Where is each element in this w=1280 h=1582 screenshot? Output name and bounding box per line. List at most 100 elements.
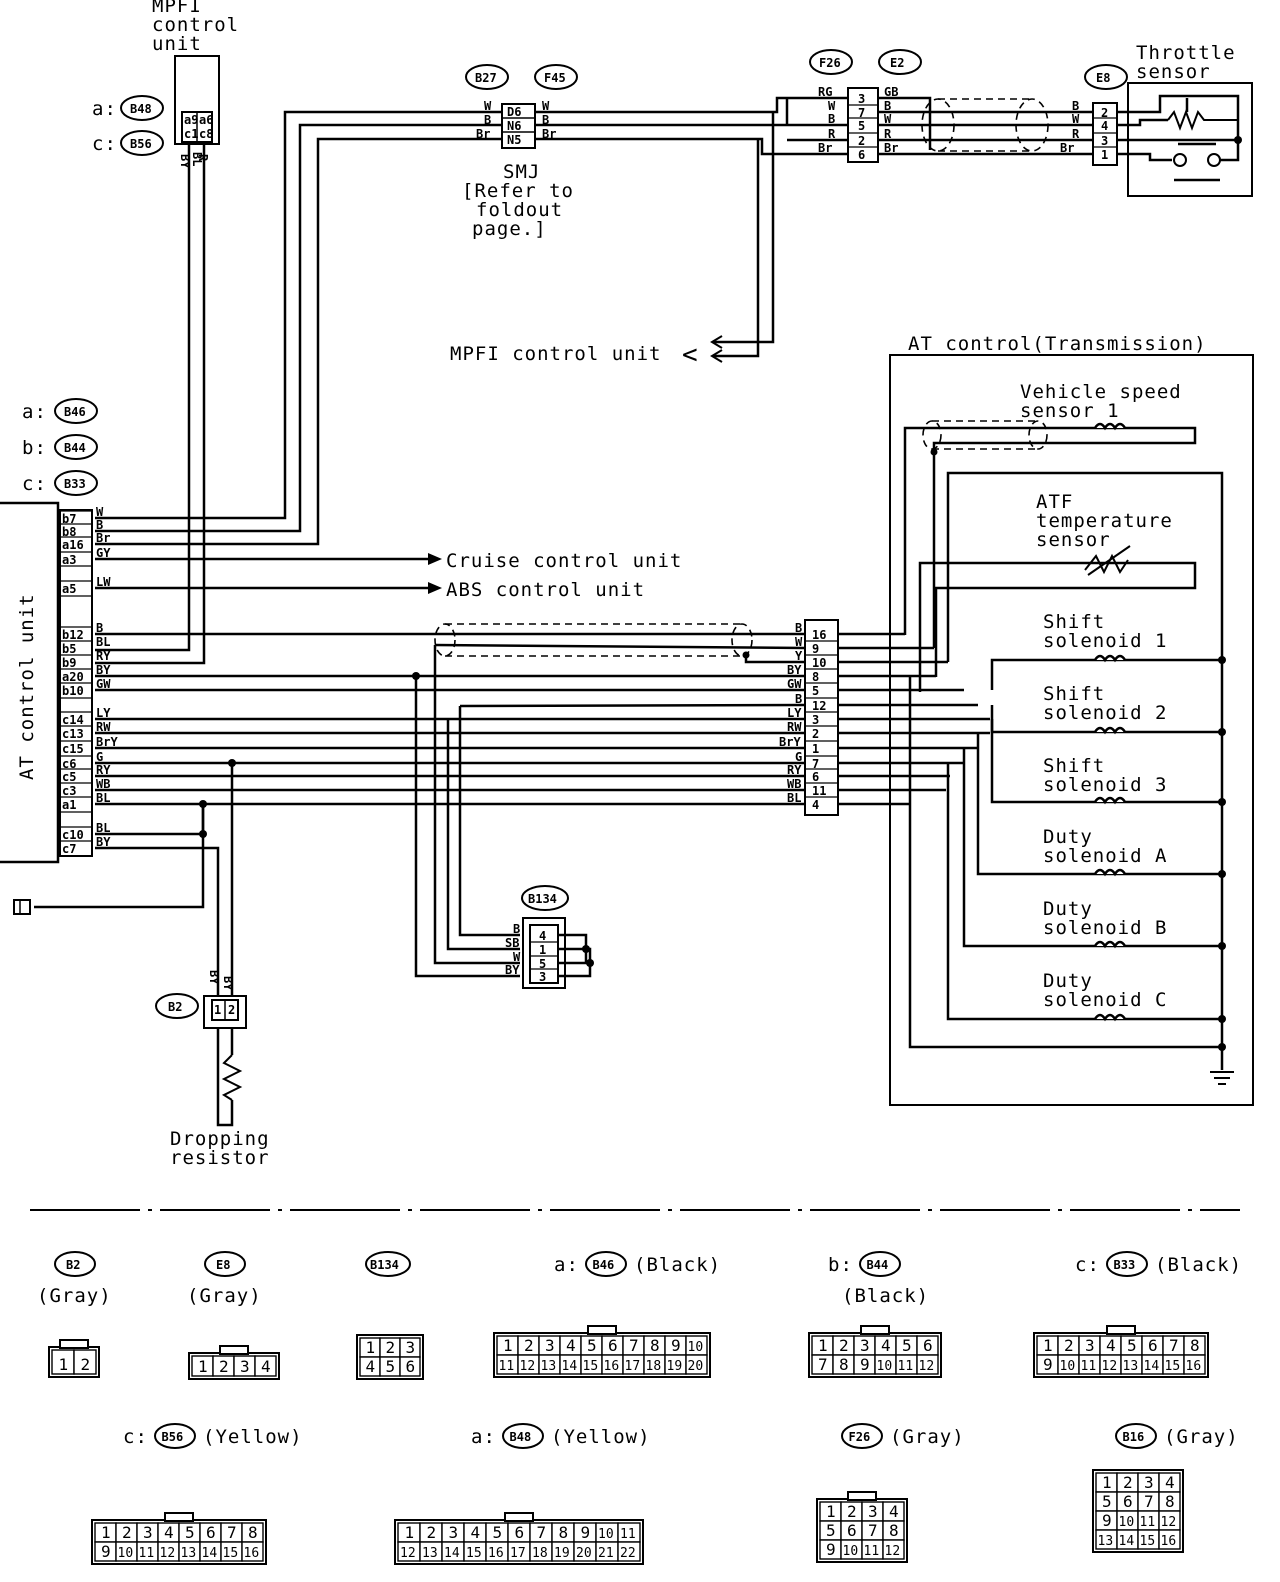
legend-cell: 1 [1043, 1336, 1053, 1355]
smj-pin-n5: N5 [507, 133, 521, 147]
legend-cell: 16 [1161, 1534, 1177, 1549]
legend-cell: 15 [1140, 1534, 1156, 1549]
legend-cell: 3 [240, 1357, 250, 1376]
legend-cell: 2 [524, 1336, 534, 1355]
connector-b46-tag: B46 [54, 398, 98, 424]
svg-text:W: W [542, 99, 550, 113]
f26-right-wire: W [884, 112, 892, 126]
legend-cell: 5 [386, 1357, 396, 1376]
resistor-label-1: Dropping [170, 1128, 270, 1150]
at-pin: b7 [62, 512, 76, 526]
legend-cell: 2 [1064, 1336, 1074, 1355]
legend-cell: 12 [885, 1544, 901, 1559]
b16-wire-color: RY [787, 763, 802, 777]
f26-right-wire: B [884, 99, 891, 113]
smj-label-4: page.] [472, 218, 547, 240]
legend-cell: 3 [860, 1336, 870, 1355]
legend-cell: 2 [386, 1338, 396, 1357]
b16-wire-color: GW [787, 677, 802, 691]
at-pin: a20 [62, 670, 84, 684]
b44-prefix: b: [22, 437, 47, 459]
at-wire-color: RW [96, 720, 111, 734]
legend-cell: 3 [1144, 1473, 1154, 1492]
f26-left-wire: B [828, 112, 835, 126]
smj-label-1: SMJ [503, 161, 540, 183]
b16-pin: 6 [812, 770, 819, 784]
f26-pin: 6 [858, 148, 865, 162]
legend-color: (Black) [1155, 1254, 1242, 1276]
at-wire-color: BL [96, 635, 110, 649]
svg-text:B2: B2 [168, 1000, 182, 1014]
connector-f45-tag: F45 [534, 64, 578, 90]
at-wire-color: BY [96, 835, 111, 849]
legend-cell: 4 [1106, 1336, 1116, 1355]
legend-cell: 11 [139, 1546, 155, 1561]
at-pin: c15 [62, 742, 84, 756]
legend-cell: 8 [889, 1521, 899, 1540]
at-wire-color: GW [96, 677, 111, 691]
legend-cell: 14 [562, 1359, 578, 1374]
legend-cell: 1 [1102, 1473, 1112, 1492]
legend-cell: 17 [625, 1359, 641, 1374]
b134-wire-color: W [513, 950, 521, 964]
b16-pin: 10 [812, 656, 826, 670]
svg-text:BY: BY [221, 976, 235, 991]
throttle-label-1: Throttle [1136, 42, 1236, 64]
legend-cell: 20 [576, 1546, 592, 1561]
legend-cell: 2 [847, 1502, 857, 1521]
legend-cell: 7 [1144, 1492, 1154, 1511]
legend-cell: 8 [650, 1336, 660, 1355]
f26-pin: 7 [858, 106, 865, 120]
vss-label-1: Vehicle speed [1020, 381, 1182, 403]
legend-cell: 7 [629, 1336, 639, 1355]
legend-color: (Gray) [1164, 1426, 1239, 1448]
legend-cell: 1 [59, 1355, 69, 1374]
at-pin: b8 [62, 525, 76, 539]
legend-cell: 19 [667, 1359, 683, 1374]
legend-cell: 6 [847, 1521, 857, 1540]
b16-wire-color: B [795, 621, 802, 635]
atf-label-3: sensor [1036, 529, 1111, 551]
connector-b33-tag: B33 [54, 470, 98, 496]
at-pin: a1 [62, 798, 76, 812]
mpfi-pin-a6: a6 [199, 113, 213, 127]
f26-left-wire: RG [818, 85, 832, 99]
at-pin: c3 [62, 784, 76, 798]
legend-cell: 15 [223, 1546, 239, 1561]
legend-cell: 14 [1119, 1534, 1135, 1549]
legend-connector-id: E8 [216, 1258, 230, 1272]
legend-cell: 5 [1102, 1492, 1112, 1511]
dutyB-label-2: solenoid B [1043, 917, 1167, 939]
legend-prefix: a: [554, 1254, 579, 1276]
legend-cell: 3 [449, 1523, 459, 1542]
b134-wire-color: BY [505, 963, 520, 977]
b16-wire-color: BL [787, 791, 801, 805]
legend-cell: 2 [122, 1523, 132, 1542]
atf-label-1: ATF [1036, 491, 1073, 513]
legend-cell: 16 [244, 1546, 260, 1561]
b16-wire-color: W [795, 635, 803, 649]
svg-text:Br: Br [476, 127, 490, 141]
smj-pin-d6: D6 [507, 105, 521, 119]
legend-cell: 10 [688, 1340, 704, 1355]
legend-cell: 21 [598, 1546, 614, 1561]
at-pin: b9 [62, 656, 76, 670]
legend-cell: 7 [868, 1521, 878, 1540]
legend-cell: 13 [181, 1546, 197, 1561]
at-pin: c14 [62, 713, 84, 727]
legend-cell: 12 [520, 1359, 536, 1374]
b16-pin: 4 [812, 798, 819, 812]
legend-color: (Black) [634, 1254, 721, 1276]
b16-wire-color: BrY [779, 735, 801, 749]
legend-cell: 9 [826, 1540, 836, 1559]
f26-pin: 5 [858, 119, 865, 133]
legend-prefix: b: [828, 1254, 853, 1276]
legend-cell: 1 [405, 1523, 415, 1542]
legend-cell: 1 [503, 1336, 513, 1355]
